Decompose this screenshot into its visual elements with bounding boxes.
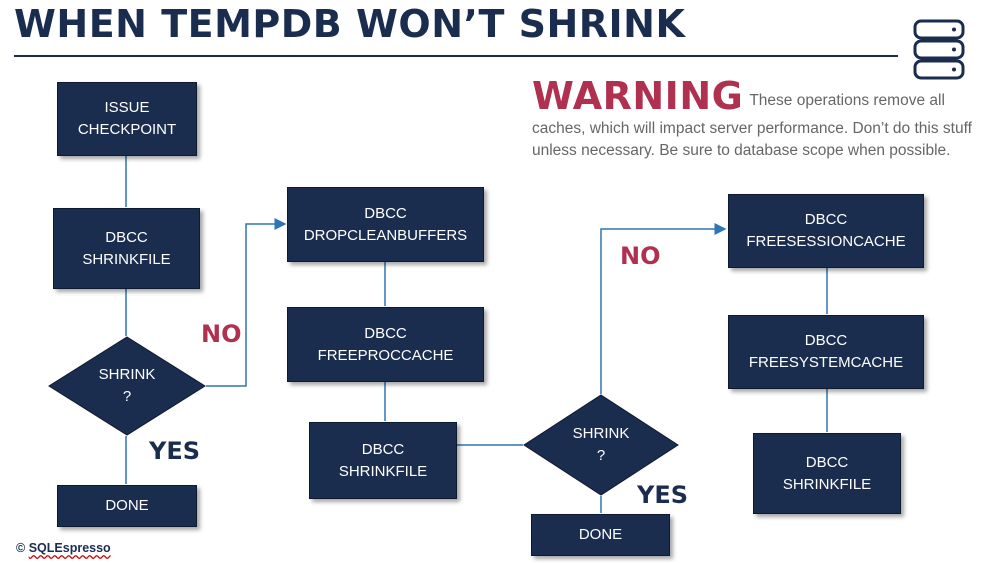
credit-brand: SQLEspresso (28, 541, 111, 555)
done-box-1: DONE (57, 485, 197, 527)
warning-label: WARNING (532, 74, 744, 118)
shrink-decision-1: SHRINK? (48, 336, 206, 436)
connector-no-to-freesessioncache (600, 223, 727, 394)
no-label-2: NO (620, 242, 661, 270)
page-title: WHEN TEMPDB WON’T SHRINK (14, 2, 686, 46)
connector-no-to-dropcleanbuffers (206, 218, 287, 387)
done-box-2: DONE (531, 514, 670, 556)
copyright-symbol: © (16, 541, 26, 555)
database-icon (912, 18, 966, 87)
title-divider (14, 55, 898, 57)
no-label-1: NO (201, 320, 242, 348)
warning-text: These operations remove all caches, whic… (532, 92, 972, 159)
yes-label-1: YES (149, 437, 201, 465)
copyright-credit: © SQLEspresso (16, 541, 111, 555)
yes-label-2: YES (637, 481, 689, 509)
shrink-decision-2: SHRINK? (523, 394, 679, 496)
